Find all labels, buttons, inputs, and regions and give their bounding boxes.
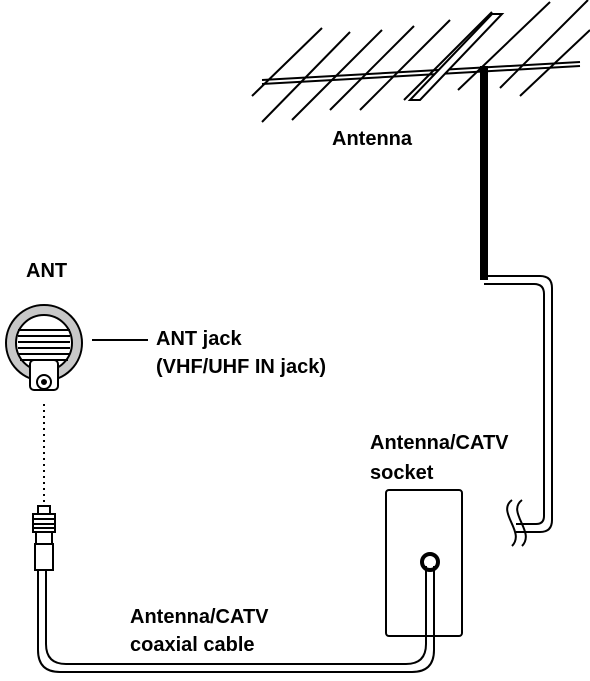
cable-sublabel: coaxial cable [130, 634, 255, 656]
socket-sublabel: socket [370, 462, 434, 484]
socket-label: Antenna/CATV [370, 432, 509, 454]
ant-jack-icon [5, 304, 83, 391]
ant-label: ANT [26, 260, 68, 282]
cable-label: Antenna/CATV [130, 606, 269, 628]
ant-jack-label: ANT jack [156, 328, 242, 350]
f-connector-icon [32, 505, 56, 571]
antenna-icon [251, 0, 590, 123]
antenna-label: Antenna [332, 128, 412, 150]
coaxial-cable [37, 566, 435, 673]
lead-in-cable [484, 275, 553, 547]
wall-socket [385, 489, 463, 637]
ant-jack-sublabel: (VHF/UHF IN jack) [156, 356, 327, 378]
